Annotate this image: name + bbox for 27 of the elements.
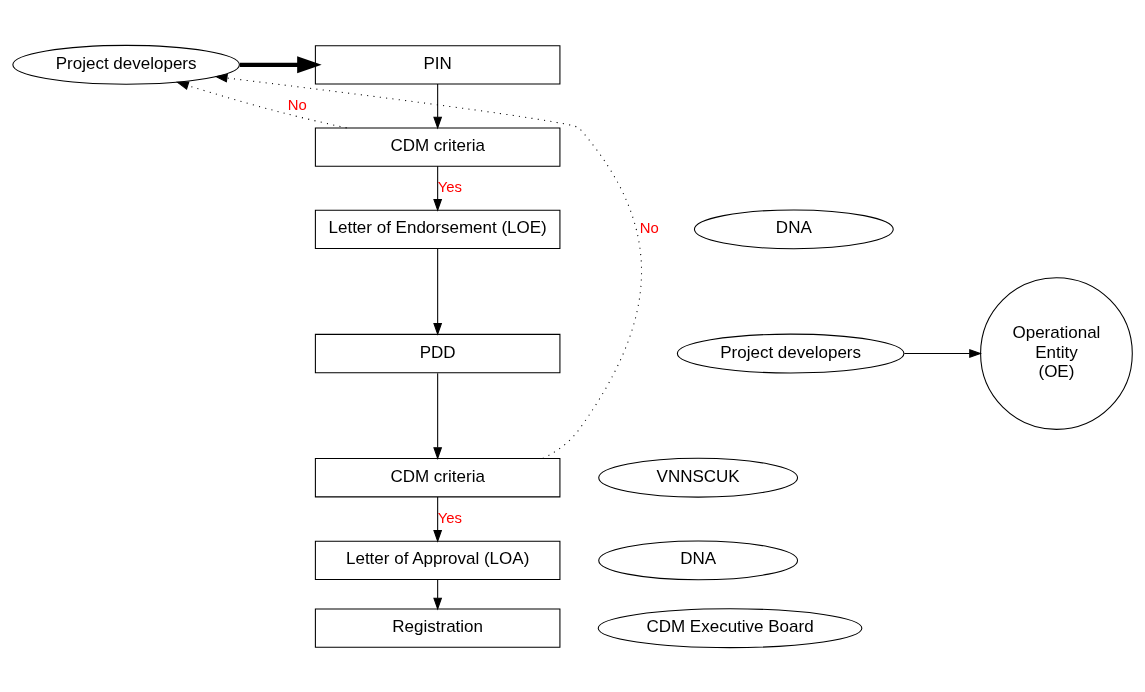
node-box: PIN: [314, 44, 561, 84]
arrow: [433, 496, 443, 543]
node-box: Registration: [314, 608, 561, 648]
node-ellipse: VNNSCUK: [598, 457, 799, 498]
node-ellipse: Project developers: [676, 333, 905, 373]
edge-label: Yes: [437, 178, 463, 195]
node-box: Letter of Approval (LOA): [314, 540, 561, 580]
arrow: [433, 578, 443, 611]
node-circle: Operational Entity (OE): [980, 276, 1133, 430]
arrow: [239, 55, 322, 73]
node-ellipse: DNA: [598, 539, 799, 580]
node-ellipse: DNA: [693, 208, 894, 249]
node-ellipse: CDM Executive Board: [597, 607, 863, 648]
arrow: [433, 372, 443, 460]
edge-label: No: [639, 219, 659, 236]
node-box: CDM criteria: [314, 457, 561, 497]
node-box: CDM criteria: [314, 126, 561, 167]
arrow: [903, 348, 982, 358]
arrow: [214, 73, 642, 459]
edge-label: Yes: [437, 509, 463, 526]
arrow: [433, 83, 443, 129]
arrow: [433, 247, 443, 336]
arrow: [433, 165, 443, 212]
arrow: [176, 80, 348, 128]
node-box: PDD: [314, 333, 561, 373]
edge-label: No: [287, 96, 307, 113]
node-box: Letter of Endorsement (LOE): [314, 209, 561, 249]
